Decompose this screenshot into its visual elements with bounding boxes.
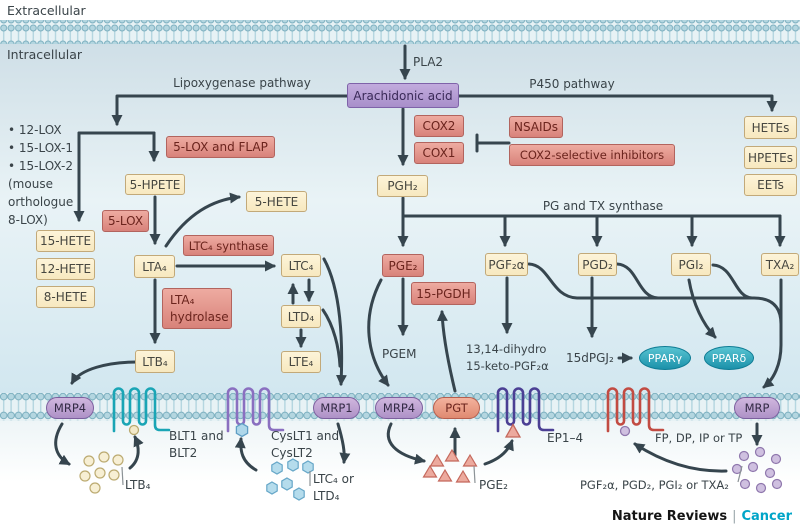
node-eets: EETs	[744, 174, 797, 196]
arrow-mrp4-to-pge2-pool	[386, 422, 426, 465]
drug-cox2-inhibitors: COX2-selective inhibitors	[509, 144, 675, 166]
arrow-ltb4-pool-to-blt	[128, 435, 144, 470]
arrow-p450	[457, 94, 778, 112]
blt-receptor-label: BLT1 and BLT2	[169, 429, 224, 460]
ltb4-molecule-cluster	[79, 451, 124, 494]
node-5hpete: 5-HPETE	[125, 174, 185, 195]
prostanoids-released-label: PGF₂α, PGD₂, PGI₂ or TXA₂	[580, 478, 729, 492]
journal-section: Cancer	[741, 509, 792, 524]
arrow-ltc4-to-mrp1	[322, 257, 347, 386]
node-lta4: LTA₄	[134, 255, 175, 278]
transporter-mrp1: MRP1	[313, 397, 360, 419]
arrow-to-5hete	[164, 192, 241, 248]
inhibition-tbar	[475, 133, 511, 153]
node-arachidonic-acid: Arachidonic acid	[347, 83, 459, 108]
nuclear-receptor-pparg: PPARγ	[639, 346, 691, 370]
arrow-pgs-to-mrp	[527, 262, 783, 389]
node-ltb4: LTB₄	[135, 350, 175, 373]
arrow-lipoxygenase	[111, 94, 349, 126]
prostanoid-molecule-cluster	[731, 446, 783, 494]
enzyme-cox2: COX2	[414, 115, 464, 137]
arrow-pgt-to-15pgdh	[436, 310, 457, 393]
node-pgd2: PGD₂	[578, 253, 617, 276]
node-pgf2a: PGF₂α	[485, 253, 528, 276]
pge2-released-label: PGE₂	[479, 478, 508, 492]
journal-credit: Nature Reviews | Cancer	[540, 509, 792, 524]
arrow-ltc4-pool-to-cyslt	[234, 437, 258, 472]
scurve-pgi2	[711, 263, 754, 300]
ltc4-released-label: LTC₄ or LTD₄	[313, 472, 354, 503]
extracellular-label: Extracellular	[7, 3, 86, 18]
node-pge2: PGE₂	[382, 254, 424, 277]
dihydro-keto-pgf-label: 13,14-dihydro 15-keto-PGF₂α	[466, 342, 549, 373]
pg-tx-synthase-label: PG and TX synthase	[542, 199, 664, 213]
nuclear-receptor-ppard: PPARδ	[704, 346, 754, 370]
lox-isoform-list: • 12-LOX • 15-LOX-1 • 15-LOX-2 (mouse or…	[8, 123, 74, 227]
transporter-pgt: PGT	[433, 397, 480, 419]
pge2-molecule-cluster	[422, 448, 478, 483]
transporter-mrp4-left: MRP4	[46, 397, 94, 419]
fp-ligand-icon	[619, 425, 631, 437]
node-txa2: TXA₂	[761, 253, 799, 276]
arrow-ltd4-join	[321, 308, 342, 368]
transporter-mrp: MRP	[734, 397, 780, 419]
scurve-pgd2	[615, 262, 660, 300]
arrow-pge2-pool-to-ep	[483, 439, 514, 466]
node-5hete: 5-HETE	[246, 191, 307, 212]
enzyme-15pgdh: 15-PGDH	[411, 282, 476, 305]
enzyme-lta4-hydrolase: LTA₄ hydrolase	[162, 288, 232, 329]
intracellular-label: Intracellular	[7, 47, 83, 62]
node-15hete: 15-HETE	[36, 230, 95, 252]
node-ltc4: LTC₄	[281, 254, 321, 277]
journal-name: Nature Reviews	[611, 509, 728, 524]
node-12hete: 12-HETE	[36, 258, 95, 280]
enzyme-cox1: COX1	[414, 142, 464, 164]
enzyme-5lox-flap: 5-LOX and FLAP	[166, 136, 275, 158]
enzyme-ltc4-synthase: LTC₄ synthase	[183, 235, 274, 256]
below-membrane-background	[0, 421, 800, 532]
transporter-mrp4-mid: MRP4	[375, 397, 423, 419]
lipoxygenase-pathway-label: Lipoxygenase pathway	[173, 76, 311, 90]
receptor-ligands	[128, 422, 631, 438]
node-hetes: HETEs	[744, 116, 797, 139]
cyslt-ligand-icon	[235, 422, 249, 438]
pgem-label: PGEM	[382, 347, 417, 361]
ltb4-ligand-icon	[128, 424, 140, 436]
journal-divider: |	[732, 509, 737, 524]
node-pgh2: PGH₂	[377, 175, 428, 197]
node-ltd4: LTD₄	[281, 305, 321, 328]
p450-pathway-label: P450 pathway	[529, 77, 615, 91]
plasma-membrane-top	[0, 20, 800, 44]
arrow-mrp4-to-ltb4-pool	[54, 422, 71, 466]
arrow-pg-pool-to-fp	[633, 442, 728, 473]
arrow-mrp1-to-ltc4-pool	[336, 422, 351, 464]
pla2-label: PLA2	[413, 55, 444, 69]
drug-nsaids: NSAIDs	[509, 116, 563, 138]
label-ticks	[121, 465, 743, 486]
node-hpetes: HPETEs	[744, 146, 797, 169]
pathway-arrows	[54, 44, 786, 473]
arrow-pgi2-to-ppard	[687, 278, 717, 339]
ep-receptor-label: EP1–4	[547, 431, 584, 445]
arrow-pge2-to-mrp4	[367, 278, 390, 387]
ep-ligand-icon	[504, 423, 522, 438]
cyslt-receptor-label: CysLT1 and CysLT2	[271, 429, 340, 460]
node-8hete: 8-HETE	[36, 286, 95, 308]
dpgj2-label: 15dPGJ₂	[566, 351, 614, 365]
cysteinyl-lt-molecule-cluster	[266, 458, 314, 501]
ltb4-released-label: LTB₄	[125, 478, 151, 492]
node-pgi2: PGI₂	[671, 253, 711, 276]
enzyme-5lox: 5-LOX	[102, 210, 149, 232]
node-lte4: LTE₄	[281, 351, 321, 373]
arrow-ltb4-to-mrp4	[70, 360, 139, 385]
fp-receptor-label: FP, DP, IP or TP	[655, 431, 743, 445]
